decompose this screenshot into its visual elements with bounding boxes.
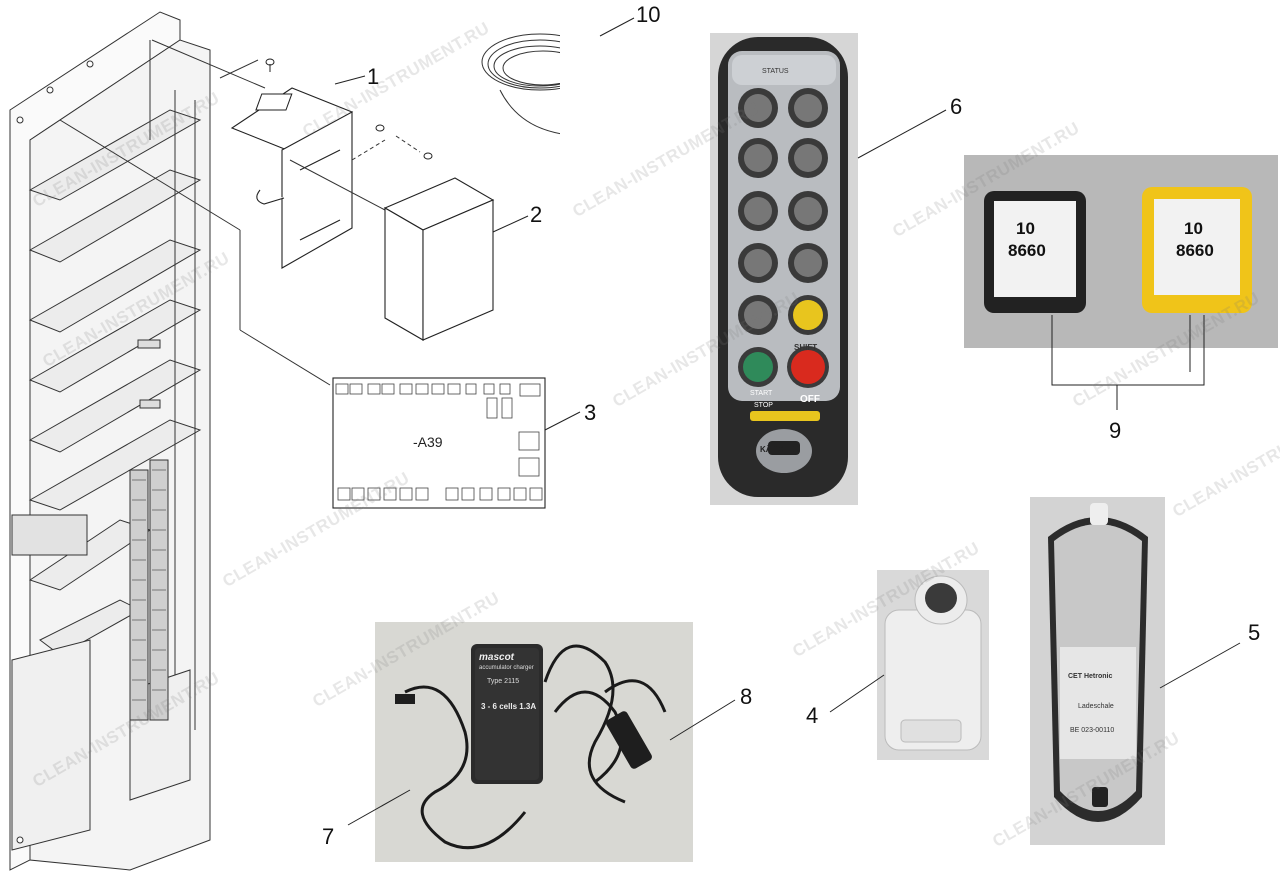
cradle-code: BE 023-00110 [1070, 727, 1115, 734]
callout-1: 1 [367, 64, 380, 89]
control-board [332, 377, 546, 509]
callout-2: 2 [530, 202, 543, 227]
charger-subtitle: accumulator charger [479, 665, 534, 671]
remote-shift-label: SHIFT [794, 343, 818, 352]
charger-cells: 3 - 6 cells 1.3A [481, 702, 537, 711]
cradle-photo: CET Hetronic Ladeschale BE 023-00110 [1030, 497, 1165, 845]
charger-brand: mascot [479, 652, 515, 663]
callout-3: 3 [584, 400, 597, 425]
callout-9: 9 [1109, 418, 1122, 443]
callout-6: 6 [950, 94, 963, 119]
remote-off-label: OFF [800, 394, 820, 405]
callout-7: 7 [322, 824, 335, 849]
callout-5: 5 [1248, 620, 1261, 645]
key-tags-photo: 10 8660 10 8660 [964, 155, 1278, 348]
key-tags-drawing [984, 187, 1252, 313]
cradle-drawing [1048, 503, 1148, 822]
bracket-part [230, 87, 354, 269]
key-tag-black-line1: 10 [1016, 219, 1035, 238]
key-tag-yellow-line1: 10 [1184, 219, 1203, 238]
callout-10: 10 [636, 2, 661, 27]
remote-start-label: START [750, 390, 773, 397]
remote-stop-label: STOP [754, 402, 773, 409]
callout-8: 8 [740, 684, 753, 709]
cradle-brand: CET Hetronic [1068, 673, 1113, 680]
callout-4: 4 [806, 703, 819, 728]
charger-photo: mascot accumulator charger Type 2115 3 -… [375, 622, 693, 862]
remote-status-label: STATUS [762, 68, 789, 75]
network-cable [481, 33, 560, 135]
cabinet-drawing [9, 11, 560, 871]
remote-brand-label: KÄRCHER [760, 445, 800, 454]
cradle-name: Ladeschale [1078, 703, 1114, 710]
charger-type: Type 2115 [487, 678, 520, 685]
charger-drawing [395, 644, 667, 850]
key-tag-yellow-line2: 8660 [1176, 241, 1214, 260]
remote-control-drawing [718, 37, 848, 497]
board-designation: -A39 [413, 434, 443, 450]
battery-drawing [884, 575, 982, 751]
remote-control-photo: STATUS SHIFT START STOP OFF KÄRCHER [710, 33, 858, 505]
box-part [383, 177, 495, 341]
battery-photo [877, 570, 989, 760]
key-tag-black-line2: 8660 [1008, 241, 1046, 260]
